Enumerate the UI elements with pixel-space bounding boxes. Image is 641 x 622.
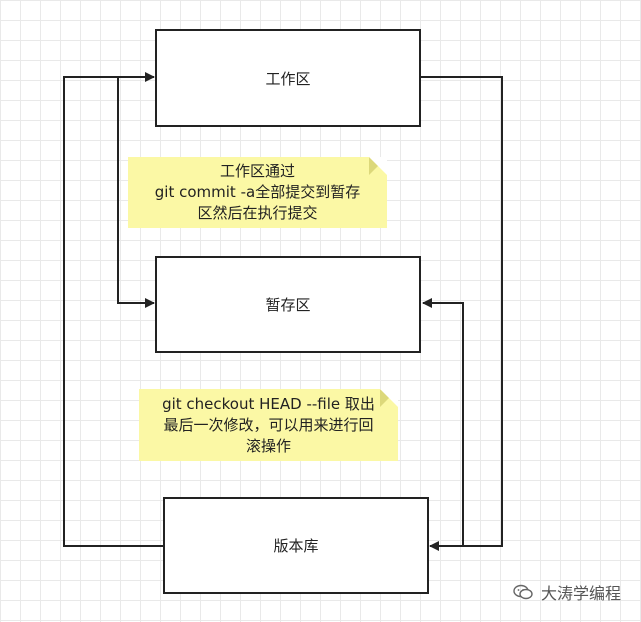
note-fold-corner xyxy=(380,389,398,407)
checkout-note-line-2: 最后一次修改，可以用来进行回 xyxy=(163,415,374,434)
commit-note-line-3: 区然后在执行提交 xyxy=(197,204,318,222)
wechat-icon xyxy=(513,584,533,600)
arrow-workspace-to-repository xyxy=(421,76,503,551)
repository-label: 版本库 xyxy=(273,537,319,555)
staging-label: 暂存区 xyxy=(265,296,311,314)
commit-note: 工作区通过 git commit -a全部提交到暂存 区然后在执行提交 xyxy=(128,157,387,228)
commit-note-line-2: git commit -a全部提交到暂存 xyxy=(154,183,361,201)
repository-box: 版本库 xyxy=(163,497,429,594)
workspace-label: 工作区 xyxy=(265,69,311,88)
arrow-repository-to-staging xyxy=(422,298,464,546)
watermark: 大涛学编程 xyxy=(513,580,621,604)
checkout-note-line-3: 滚操作 xyxy=(245,436,291,455)
watermark-text: 大涛学编程 xyxy=(540,584,621,603)
commit-note-line-1: 工作区通过 xyxy=(219,162,295,180)
staging-box: 暂存区 xyxy=(155,256,421,353)
checkout-note-line-1: git checkout HEAD --file 取出 xyxy=(162,394,375,413)
note-fold-corner xyxy=(369,157,387,175)
arrow-repository-to-workspace xyxy=(63,72,163,547)
checkout-note: git checkout HEAD --file 取出 最后一次修改，可以用来进… xyxy=(139,389,398,461)
workspace-box: 工作区 xyxy=(155,29,421,127)
arrow-workspace-to-staging xyxy=(117,77,155,308)
